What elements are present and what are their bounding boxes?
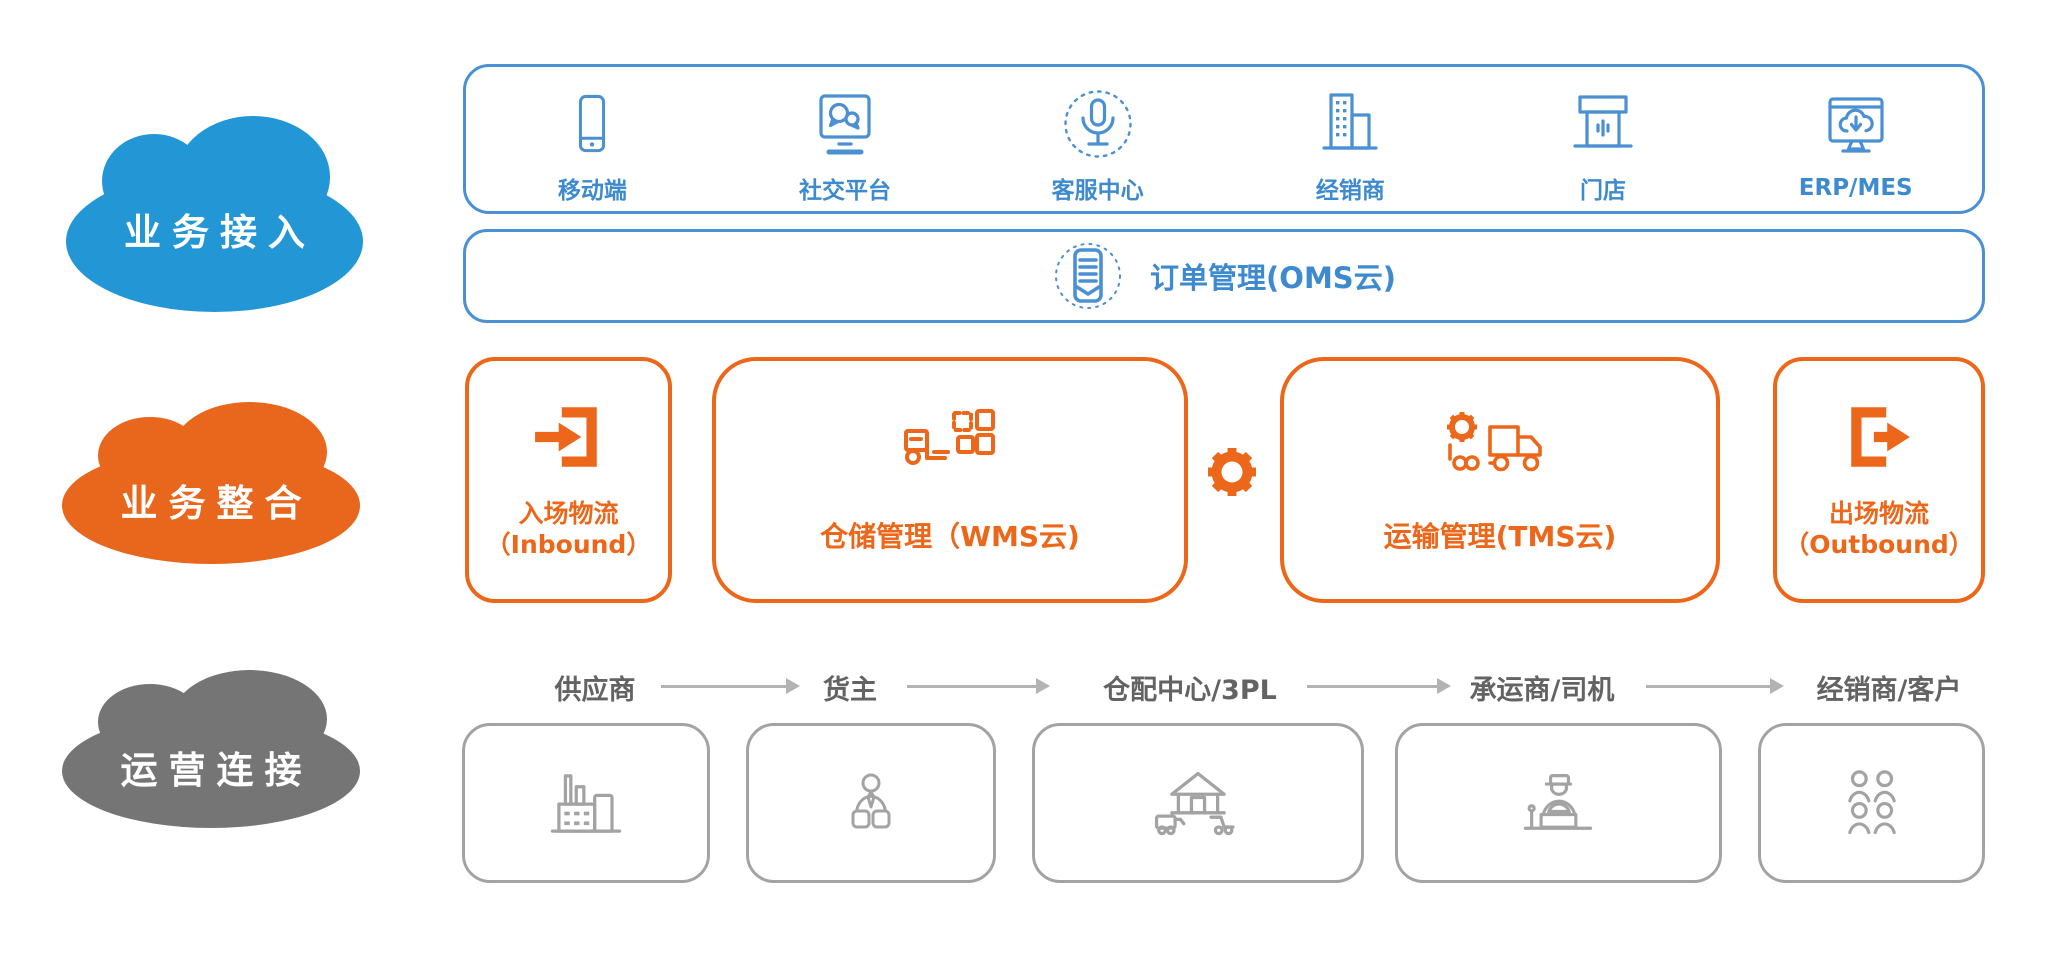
flow-arrow-icon (1646, 678, 1784, 694)
flow-arrow-icon (661, 678, 800, 694)
flow-label-cargo-owner: 货主 (823, 675, 877, 706)
cargo-owner-box (746, 723, 996, 883)
forklift-boxes-icon (894, 405, 1006, 485)
outbound-label: 出场物流 （Outbound） (1784, 498, 1974, 559)
tms-label: 运输管理(TMS云) (1383, 520, 1617, 553)
cloud-body (66, 170, 363, 312)
cloud-business-integration: 业务整合 (62, 402, 360, 564)
mobile-icon (560, 86, 624, 162)
channel-mobile: 移动端 (466, 67, 719, 211)
channel-store: 门店 (1477, 67, 1730, 211)
channel-dealer: 经销商 (1224, 67, 1477, 211)
inbound-arrow-icon (532, 400, 606, 474)
dealer-building-icon (1314, 86, 1386, 162)
store-front-icon (1567, 86, 1639, 162)
wms-box: 仓储管理（WMS云) (712, 357, 1188, 603)
channel-erp-mes: ERP/MES (1729, 67, 1982, 211)
erp-cloud-monitor-icon (1820, 90, 1892, 166)
channel-label: 客服中心 (1051, 177, 1144, 204)
cloud-body (62, 447, 360, 564)
call-center-mic-icon (1062, 86, 1134, 162)
flow-label-warehouse-3pl: 仓配中心/3PL (1103, 675, 1277, 706)
channel-call-center: 客服中心 (971, 67, 1224, 211)
channel-label: 社交平台 (799, 177, 891, 204)
factory-icon (547, 768, 625, 838)
cloud-operation-connection: 运营连接 (62, 670, 360, 828)
flow-label-carrier-driver: 承运商/司机 (1469, 675, 1615, 706)
customers-group-icon (1834, 767, 1910, 839)
flow-arrow-icon (1307, 678, 1451, 694)
dealer-customer-box (1758, 723, 1985, 883)
social-platform-icon (809, 86, 881, 162)
cloud-label-access: 业务接入 (124, 211, 316, 255)
gear-icon (1200, 440, 1264, 504)
channel-label: 移动端 (557, 177, 627, 204)
order-document-icon (1052, 240, 1124, 312)
channel-label: ERP/MES (1798, 174, 1913, 201)
access-channels-box: 移动端 社交平台 (463, 64, 1985, 214)
cloud-label-operation: 运营连接 (120, 748, 313, 792)
flow-arrow-icon (907, 678, 1050, 694)
gear-truck-icon (1438, 405, 1562, 485)
cloud-business-access: 业务接入 (66, 116, 363, 312)
cloud-label-integration: 业务整合 (120, 482, 313, 526)
cargo-owner-icon (835, 768, 907, 838)
inbound-label: 入场物流 （Inbound） (485, 498, 652, 559)
flow-label-dealer-customer: 经销商/客户 (1816, 675, 1962, 706)
warehouse-3pl-box (1032, 723, 1364, 883)
oms-label: 订单管理(OMS云) (1150, 261, 1396, 295)
driver-icon (1519, 768, 1599, 838)
outbound-box: 出场物流 （Outbound） (1773, 357, 1985, 603)
warehouse-distribution-icon (1150, 767, 1246, 839)
oms-box: 订单管理(OMS云) (463, 229, 1985, 323)
carrier-driver-box (1395, 723, 1722, 883)
outbound-arrow-icon (1842, 400, 1916, 474)
flow-label-supplier: 供应商 (554, 675, 636, 706)
cloud-body (62, 714, 360, 828)
wms-label: 仓储管理（WMS云) (820, 520, 1080, 553)
channel-label: 门店 (1580, 177, 1627, 204)
supplier-box (462, 723, 710, 883)
tms-box: 运输管理(TMS云) (1280, 357, 1720, 603)
inbound-box: 入场物流 （Inbound） (465, 357, 672, 603)
channel-label: 经销商 (1315, 177, 1385, 204)
channel-social: 社交平台 (719, 67, 972, 211)
